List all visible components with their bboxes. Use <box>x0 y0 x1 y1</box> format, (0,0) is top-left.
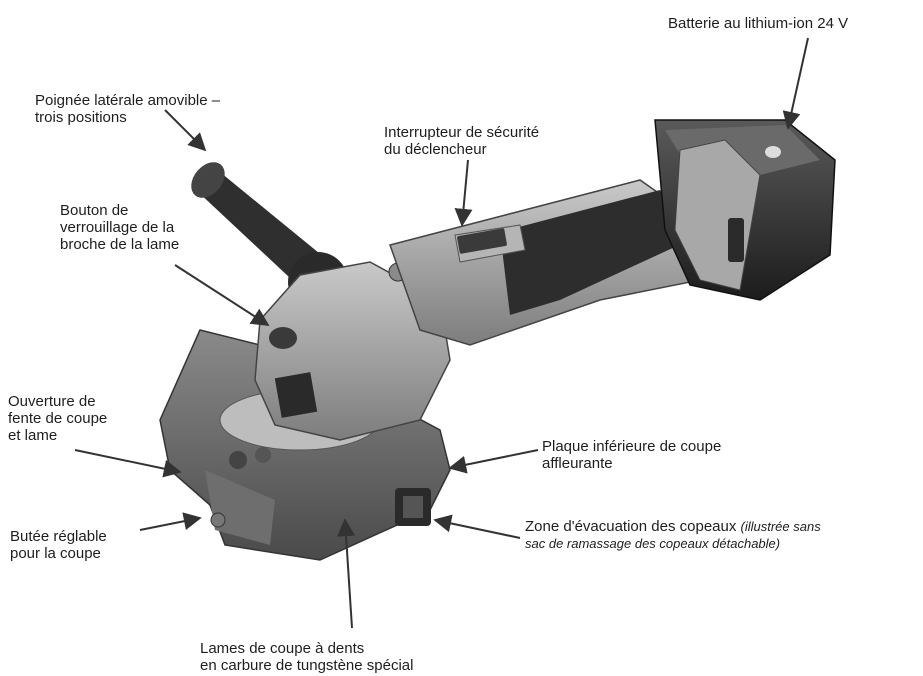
arrow-chip-exhaust <box>433 514 521 539</box>
label-adjustable-stop: Butée réglable pour la coupe <box>10 528 107 562</box>
arrow-side-handle <box>164 109 207 152</box>
gear-head-shape <box>254 261 451 441</box>
arrow-adjustable-stop <box>139 512 202 531</box>
label-trigger-switch: Interrupteur de sécurité du déclencheur <box>384 124 540 158</box>
label-spindle-lock: Bouton de verrouillage de la broche de l… <box>60 202 180 253</box>
label-bottom-plate: Plaque inférieure de coupe affleurante <box>542 438 722 472</box>
chip-exhaust-note-end: sac de ramassage des copeaux détachable) <box>525 536 781 551</box>
label-battery: Batterie au lithium-ion 24 V <box>668 15 849 32</box>
arrow-spindle-lock <box>174 264 270 326</box>
chip-exhaust-note-start: (illustrée sans <box>740 519 821 534</box>
arrow-trigger-switch <box>454 159 473 227</box>
arrow-cut-slot <box>74 449 182 478</box>
handle-body-shape <box>389 179 701 346</box>
label-chip-exhaust: Zone d'évacuation des copeaux (illustrée… <box>525 518 821 552</box>
label-side-handle: Poignée latérale amovible – trois positi… <box>35 92 221 126</box>
arrow-battery <box>782 37 809 130</box>
chip-exhaust-title: Zone d'évacuation des copeaux <box>525 518 741 535</box>
arrow-blades <box>337 518 356 629</box>
arrow-bottom-plate <box>448 449 539 474</box>
battery-shape <box>654 119 836 301</box>
label-blades: Lames de coupe à dents en carbure de tun… <box>200 640 414 674</box>
label-cut-slot: Ouverture de fente de coupe et lame <box>8 393 108 444</box>
